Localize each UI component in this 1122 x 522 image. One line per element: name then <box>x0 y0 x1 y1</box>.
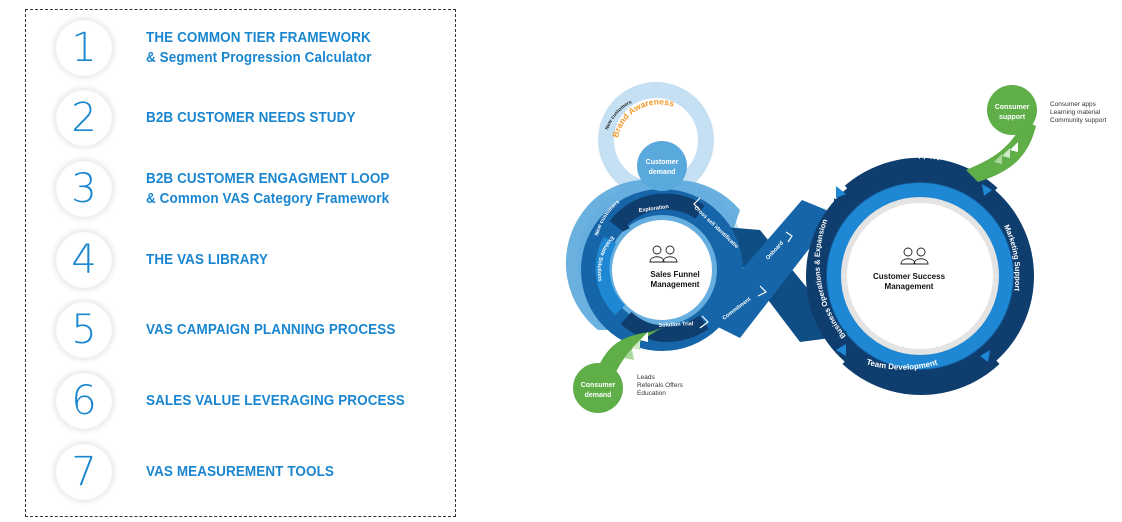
exploration-label: Exploration <box>638 204 669 214</box>
item-title: THE COMMON TIER FRAMEWORK & Segment Prog… <box>146 20 389 76</box>
item-title-line: B2B CUSTOMER NEEDS STUDY <box>146 110 356 126</box>
item-title-line: B2B CUSTOMER ENGAGMENT LOOP <box>146 171 390 187</box>
consumer-support-label: support <box>999 114 1026 121</box>
list-item[interactable]: 7 VAS MEASUREMENT TOOLS <box>26 444 455 504</box>
number-badge: 3 <box>56 161 112 217</box>
consumer-demand-note: Education <box>637 390 666 397</box>
item-title: B2B CUSTOMER ENGAGMENT LOOP & Common VAS… <box>146 161 408 217</box>
list-item[interactable]: 2 B2B CUSTOMER NEEDS STUDY <box>26 90 455 150</box>
item-title-line: THE VAS LIBRARY <box>146 252 269 268</box>
arrow-icon <box>834 198 844 210</box>
item-title: SALES VALUE LEVERAGING PROCESS <box>146 373 424 429</box>
item-title-line: VAS CAMPAIGN PLANNING PROCESS <box>146 322 396 338</box>
solution-trial-label: Solution Trial <box>658 321 694 329</box>
item-title-line: VAS MEASUREMENT TOOLS <box>146 464 335 480</box>
item-title: VAS MEASUREMENT TOOLS <box>146 444 348 500</box>
number-badge: 7 <box>56 444 112 500</box>
list-item[interactable]: 6 SALES VALUE LEVERAGING PROCESS <box>26 373 455 433</box>
customer-success-title: Customer Success <box>873 272 946 281</box>
item-title: THE VAS LIBRARY <box>146 232 277 288</box>
number-badge: 2 <box>56 90 112 146</box>
arrow-icon <box>984 196 994 208</box>
numbered-list-panel: 1 THE COMMON TIER FRAMEWORK & Segment Pr… <box>25 9 456 517</box>
engagement-loop-diagram: Customer demand Consumer demand Leads Re… <box>540 60 1122 440</box>
consumer-support-note: Community support <box>1050 117 1107 124</box>
first-fit-support-label: First fit support <box>878 149 940 162</box>
customer-success-title: Management <box>885 282 934 291</box>
consumer-demand-bubble <box>573 363 623 413</box>
number-badge: 6 <box>56 373 112 429</box>
right-loop-grey-ring <box>841 197 999 355</box>
consumer-support-note: Learning material <box>1050 109 1101 116</box>
left-loop-center <box>612 220 712 320</box>
number-badge: 5 <box>56 302 112 358</box>
arrow-onboard-icon <box>785 231 793 243</box>
number-badge: 1 <box>56 20 112 76</box>
flow-arrow-icon <box>632 340 640 350</box>
customer-demand-label: Customer <box>646 159 679 166</box>
customer-demand-bubble <box>637 141 687 191</box>
consumer-demand-label: Consumer <box>581 382 616 389</box>
sales-funnel-title: Sales Funnel <box>650 270 699 279</box>
item-subtitle-line: & Segment Progression Calculator <box>146 50 372 66</box>
right-loop-bright-band <box>827 183 1013 369</box>
left-loop-dark-top <box>609 193 705 232</box>
arrow-solution-trial-icon <box>699 315 709 329</box>
right-loop-dark-bottom <box>842 347 1000 395</box>
people-icon <box>900 247 929 265</box>
item-subtitle-line: & Common VAS Category Framework <box>146 191 390 207</box>
flow-arrow-icon <box>994 154 1002 164</box>
flow-arrow-icon <box>1002 148 1010 158</box>
arrow-icon <box>838 330 848 342</box>
item-title: VAS CAMPAIGN PLANNING PROCESS <box>146 302 414 358</box>
consumer-support-note: Consumer apps <box>1050 101 1097 108</box>
arrow-icon <box>986 340 996 352</box>
flow-arrow-icon <box>624 350 634 360</box>
left-loop-bright-side <box>595 236 626 316</box>
consumer-demand-note: Referrals Offers <box>637 382 684 389</box>
people-icon <box>649 245 678 263</box>
customer-demand-label: demand <box>649 169 676 176</box>
arrow-icon <box>982 184 992 196</box>
arrow-icon <box>836 344 846 356</box>
flow-arrow-icon <box>1010 142 1018 152</box>
item-title: B2B CUSTOMER NEEDS STUDY <box>146 90 371 146</box>
consumer-support-bubble <box>987 85 1037 135</box>
flow-arrow-icon <box>640 332 648 342</box>
list-item[interactable]: 5 VAS CAMPAIGN PLANNING PROCESS <box>26 302 455 362</box>
arrow-exploration-icon <box>622 220 630 232</box>
arrow-commitment-icon <box>757 285 768 297</box>
arrow-icon <box>836 186 846 198</box>
arrow-cross-sell-icon <box>693 197 701 211</box>
list-item[interactable]: 4 THE VAS LIBRARY <box>26 232 455 292</box>
consumer-support-label: Consumer <box>995 104 1030 111</box>
item-title-line: THE COMMON TIER FRAMEWORK <box>146 30 371 46</box>
list-item[interactable]: 1 THE COMMON TIER FRAMEWORK & Segment Pr… <box>26 20 455 80</box>
list-item[interactable]: 3 B2B CUSTOMER ENGAGMENT LOOP & Common V… <box>26 161 455 221</box>
right-loop-dark-top <box>844 157 998 205</box>
consumer-demand-note: Leads <box>637 374 655 381</box>
left-loop-dark-bottom <box>620 311 709 342</box>
item-title-line: SALES VALUE LEVERAGING PROCESS <box>146 393 405 409</box>
consumer-demand-label: demand <box>585 392 612 399</box>
consumer-support-tail <box>966 120 1036 182</box>
number-badge: 4 <box>56 232 112 288</box>
sales-funnel-title: Management <box>651 280 700 289</box>
arrow-icon <box>980 350 990 362</box>
